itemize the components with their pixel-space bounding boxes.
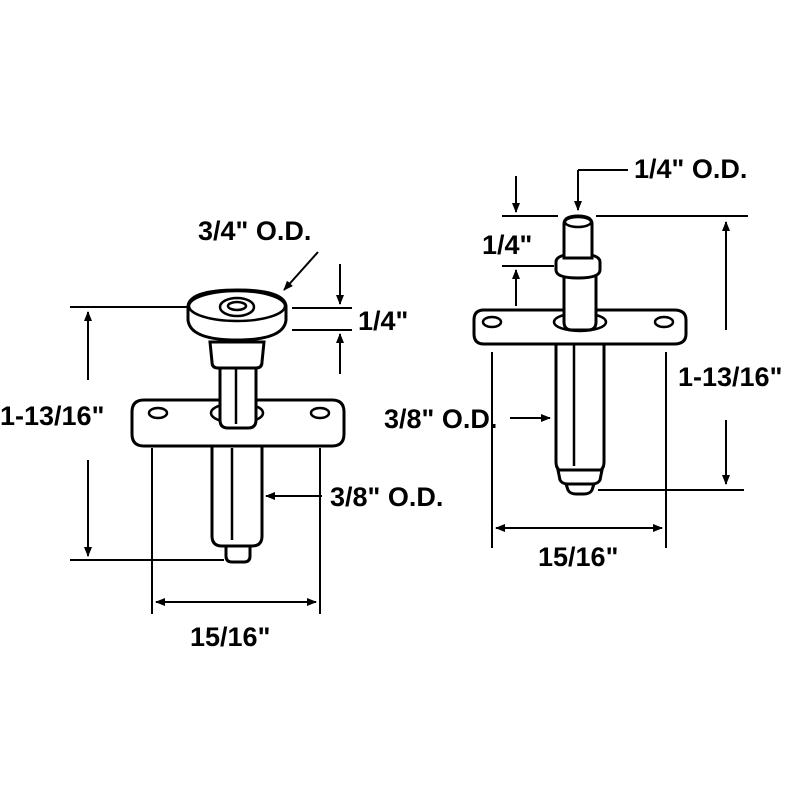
- left-lower-shaft: [210, 444, 264, 548]
- right-pivot-part: [472, 214, 688, 496]
- right-flange-hole-left: [481, 315, 503, 329]
- right-lower-shaft: [554, 340, 606, 474]
- left-upper-shaft: [218, 360, 258, 430]
- left-flange-hole-left: [147, 406, 169, 420]
- right-width-dimension: [491, 352, 667, 548]
- left-top-od-arrow: [283, 251, 319, 291]
- right-width-label: 15/16": [538, 542, 618, 572]
- left-shaft-od-label: 3/8" O.D.: [330, 482, 443, 512]
- right-bottom-tip: [563, 482, 597, 496]
- left-height-label: 1-13/16": [0, 401, 104, 431]
- left-width-dimension: [151, 448, 321, 614]
- left-flange-hole-right: [309, 406, 331, 420]
- right-height-dimension: [596, 215, 748, 491]
- left-thickness-label: 1/4": [358, 306, 408, 336]
- right-flange-hole-right: [653, 315, 675, 329]
- left-thickness-dimension: [292, 264, 352, 374]
- right-shaft-od-label: 3/8" O.D.: [384, 404, 497, 434]
- right-base-step: [556, 468, 604, 486]
- right-pin-od-label: 1/4" O.D.: [634, 154, 747, 184]
- left-bottom-tip: [224, 544, 252, 564]
- right-pin-length-dimension: [502, 176, 558, 306]
- right-upper-pin: [562, 274, 598, 332]
- right-height-label: 1-13/16": [678, 362, 782, 392]
- right-top-pin: [562, 214, 594, 260]
- left-collar: [208, 340, 266, 370]
- left-pivot-part: [130, 288, 346, 564]
- left-height-dimension: [70, 306, 224, 561]
- right-pin-od-dimension: [574, 169, 628, 211]
- left-top-od-label: 3/4" O.D.: [198, 216, 311, 246]
- right-pin-length-label: 1/4": [482, 230, 532, 260]
- left-width-label: 15/16": [190, 622, 270, 652]
